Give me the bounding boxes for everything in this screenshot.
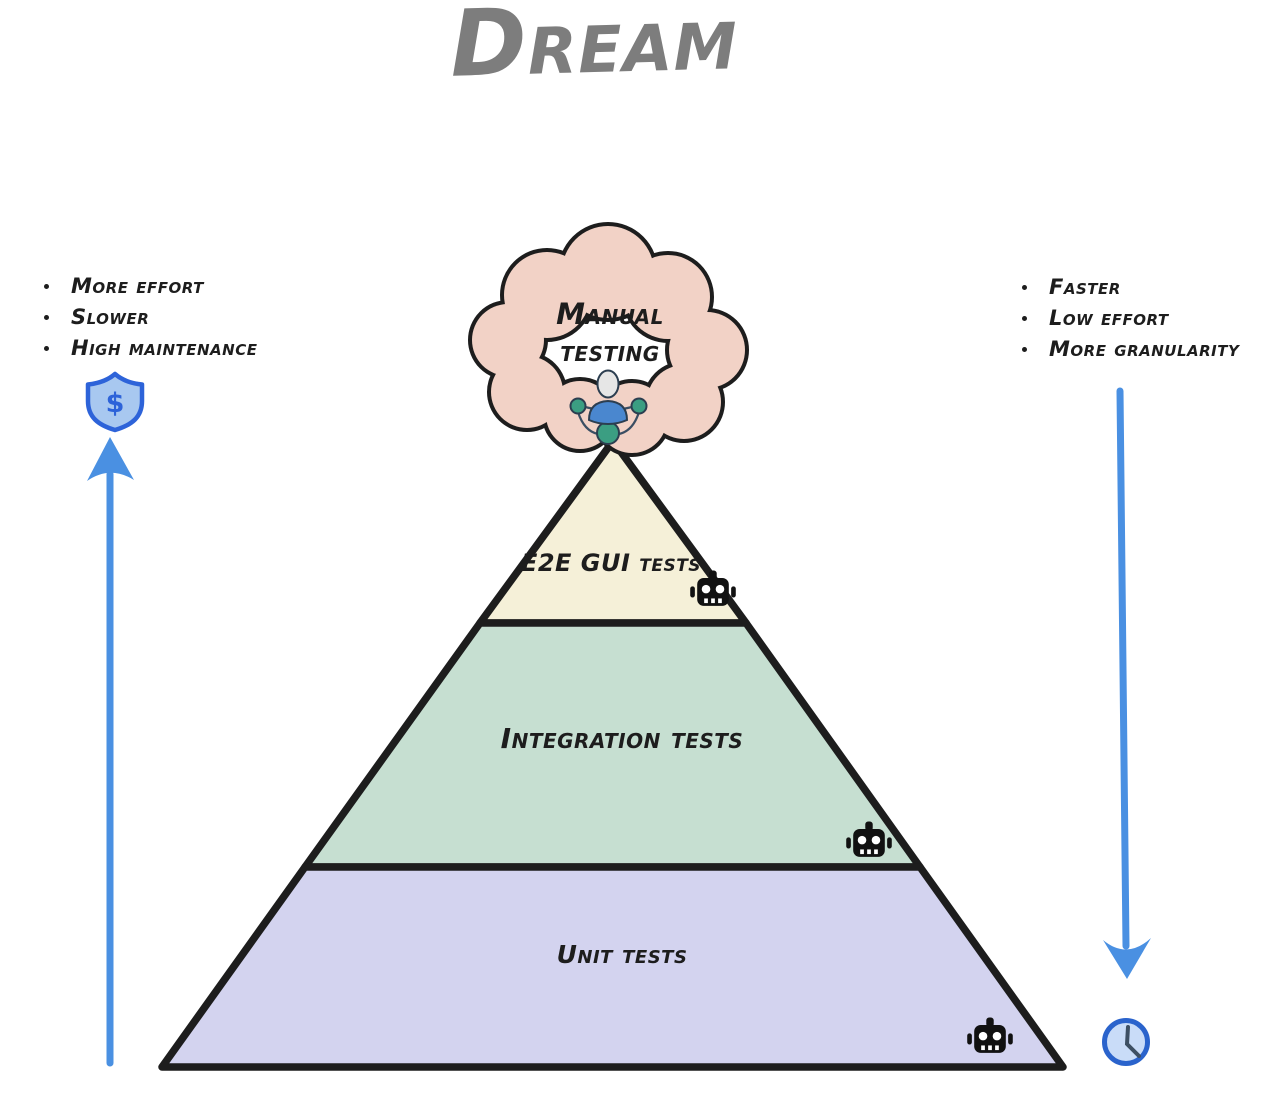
person-network-icon [569,369,648,445]
speed-down-arrow [1103,387,1151,979]
person-network-nodes [569,397,648,445]
bullet-dot [44,314,49,320]
effort-arrow-head [87,437,134,481]
bullet-label: Slower [71,305,150,329]
speed-arrow-head [1103,938,1151,979]
pyramid-layer-unit [158,863,1067,1071]
layer-label-e2e: E2E GUI tests [520,549,702,577]
bullet-dot [1022,315,1027,321]
list-item: Slower [44,305,257,329]
list-item: High maintenance [44,336,258,360]
test-pyramid [158,437,1067,1071]
list-item: More effort [44,274,257,298]
bullet-label: High maintenance [71,336,258,360]
bullet-label: Faster [1049,275,1121,299]
bullet-dot [1022,346,1027,352]
left-bullet-list: More effort Slower High maintenance [44,274,258,368]
effort-up-arrow [87,437,134,1067]
person-head [596,369,620,399]
bullet-dot [44,283,49,289]
list-item: Faster [1022,275,1239,299]
cloud-label-line2: testing [560,334,660,368]
bullet-label: Low effort [1049,306,1169,330]
bullet-dot [1022,284,1027,290]
bullet-label: More effort [71,274,204,298]
page-title: Dream [448,0,740,98]
clock-icon [1102,1018,1150,1066]
right-bullet-list: Faster Low effort More granularity [1022,275,1240,369]
shield-dollar-icon: $ [85,371,145,433]
bullet-label: More granularity [1049,337,1240,361]
speed-arrow-shaft [1116,387,1130,950]
list-item: Low effort [1022,306,1239,330]
cloud-label: Manual testing [495,296,725,370]
layer-label-integration: Integration tests [500,722,744,755]
dollar-symbol: $ [106,388,125,419]
clock-hands [1124,1025,1141,1058]
cloud-label-line1: Manual [556,297,664,331]
person-shoulders [587,399,629,426]
list-item: More granularity [1022,337,1240,361]
bullet-dot [44,345,49,351]
layer-label-unit: Unit tests [556,940,688,969]
